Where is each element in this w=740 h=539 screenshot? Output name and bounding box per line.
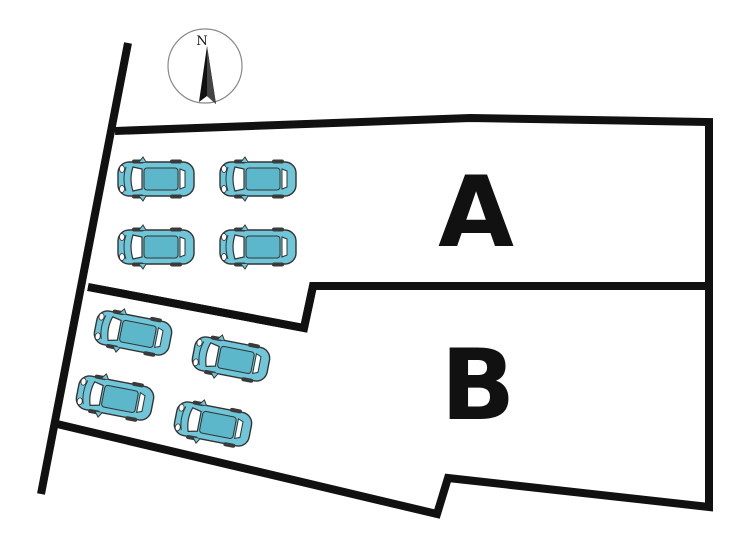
car-icon: [219, 156, 297, 202]
road-edge-line: [37, 42, 132, 495]
lot-a-label: A: [438, 156, 514, 270]
car-icon: [117, 224, 195, 270]
car-icon: [117, 156, 195, 202]
car-icon: [170, 394, 256, 454]
car-icon: [72, 368, 158, 428]
lot-a-cars: [117, 156, 297, 270]
north-compass: N: [167, 28, 243, 104]
compass-north-letter: N: [196, 34, 207, 49]
lot-b-label: B: [441, 329, 516, 443]
car-icon: [188, 329, 274, 389]
lot-b-cars: [72, 303, 274, 454]
lot-a-boundary: [87, 113, 713, 333]
car-icon: [219, 224, 297, 270]
car-icon: [90, 303, 176, 363]
lot-divider-line: [87, 284, 709, 330]
